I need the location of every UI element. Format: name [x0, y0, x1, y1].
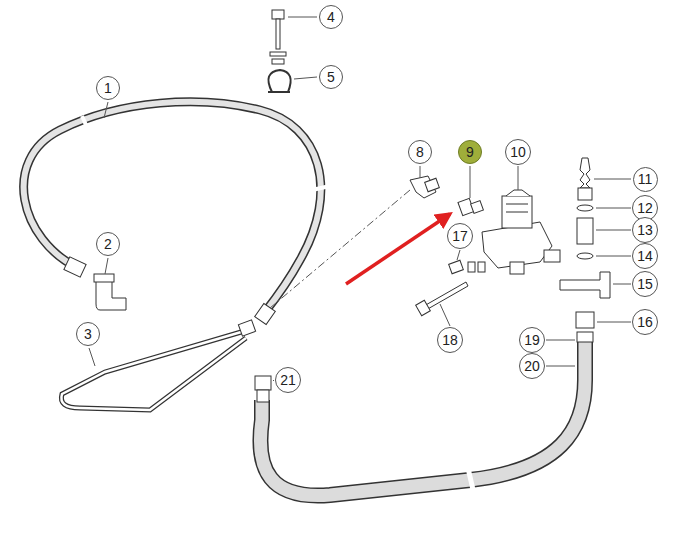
bolt-clamp	[268, 10, 291, 92]
callout-number: 19	[519, 327, 545, 353]
callout-number: 17	[447, 223, 473, 249]
callout-number: 13	[632, 217, 658, 243]
callout-number: 18	[437, 327, 463, 353]
elbow-fitting	[410, 176, 439, 198]
callout-number: 16	[632, 309, 658, 335]
callout-number: 14	[632, 243, 658, 269]
callout-number: 15	[632, 271, 658, 297]
callout-number: 5	[319, 65, 343, 89]
fitting	[458, 198, 483, 215]
hose	[24, 102, 330, 325]
callout-number: 9	[458, 140, 482, 164]
callout-number: 4	[319, 5, 343, 29]
pipe	[61, 320, 255, 410]
valve	[482, 190, 560, 274]
pointer-arrow	[346, 214, 450, 284]
hose	[255, 332, 593, 496]
callout-number: 20	[519, 353, 545, 379]
callout-number: 8	[408, 140, 432, 164]
callout-number: 3	[76, 322, 100, 346]
callout-number: 21	[275, 367, 301, 393]
leader-lines	[89, 17, 631, 381]
callout-number: 11	[633, 167, 658, 192]
connector-stack	[560, 158, 610, 328]
callout-number: 2	[96, 232, 120, 256]
elbow-fitting	[94, 274, 126, 310]
callout-number: 10	[505, 139, 531, 165]
bolt	[416, 260, 485, 315]
callout-number: 1	[96, 76, 120, 100]
